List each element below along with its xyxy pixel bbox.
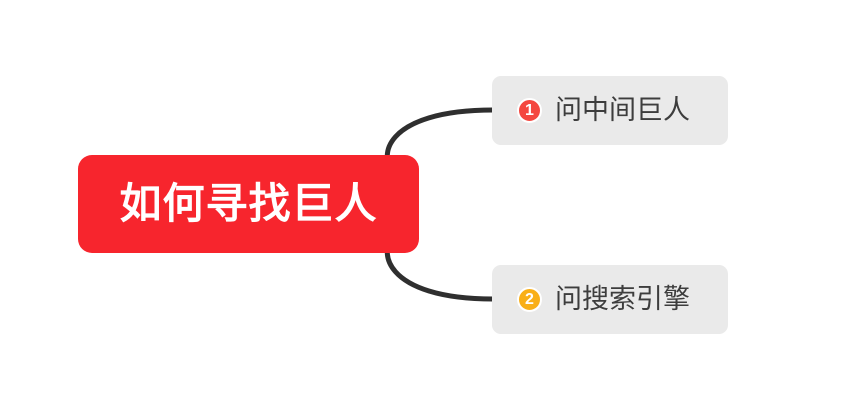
root-node-label: 如何寻找巨人 [119, 180, 378, 227]
branch-2-number-badge: 2 [517, 287, 542, 312]
branch-1-number-badge: 1 [517, 98, 542, 123]
branch-1-label: 问中间巨人 [555, 95, 690, 125]
branch-2-label: 问搜索引擎 [555, 284, 690, 314]
branch-node-2[interactable]: 2 问搜索引擎 [492, 265, 728, 334]
root-node[interactable]: 如何寻找巨人 [78, 155, 419, 253]
branch-node-1[interactable]: 1 问中间巨人 [492, 76, 728, 145]
